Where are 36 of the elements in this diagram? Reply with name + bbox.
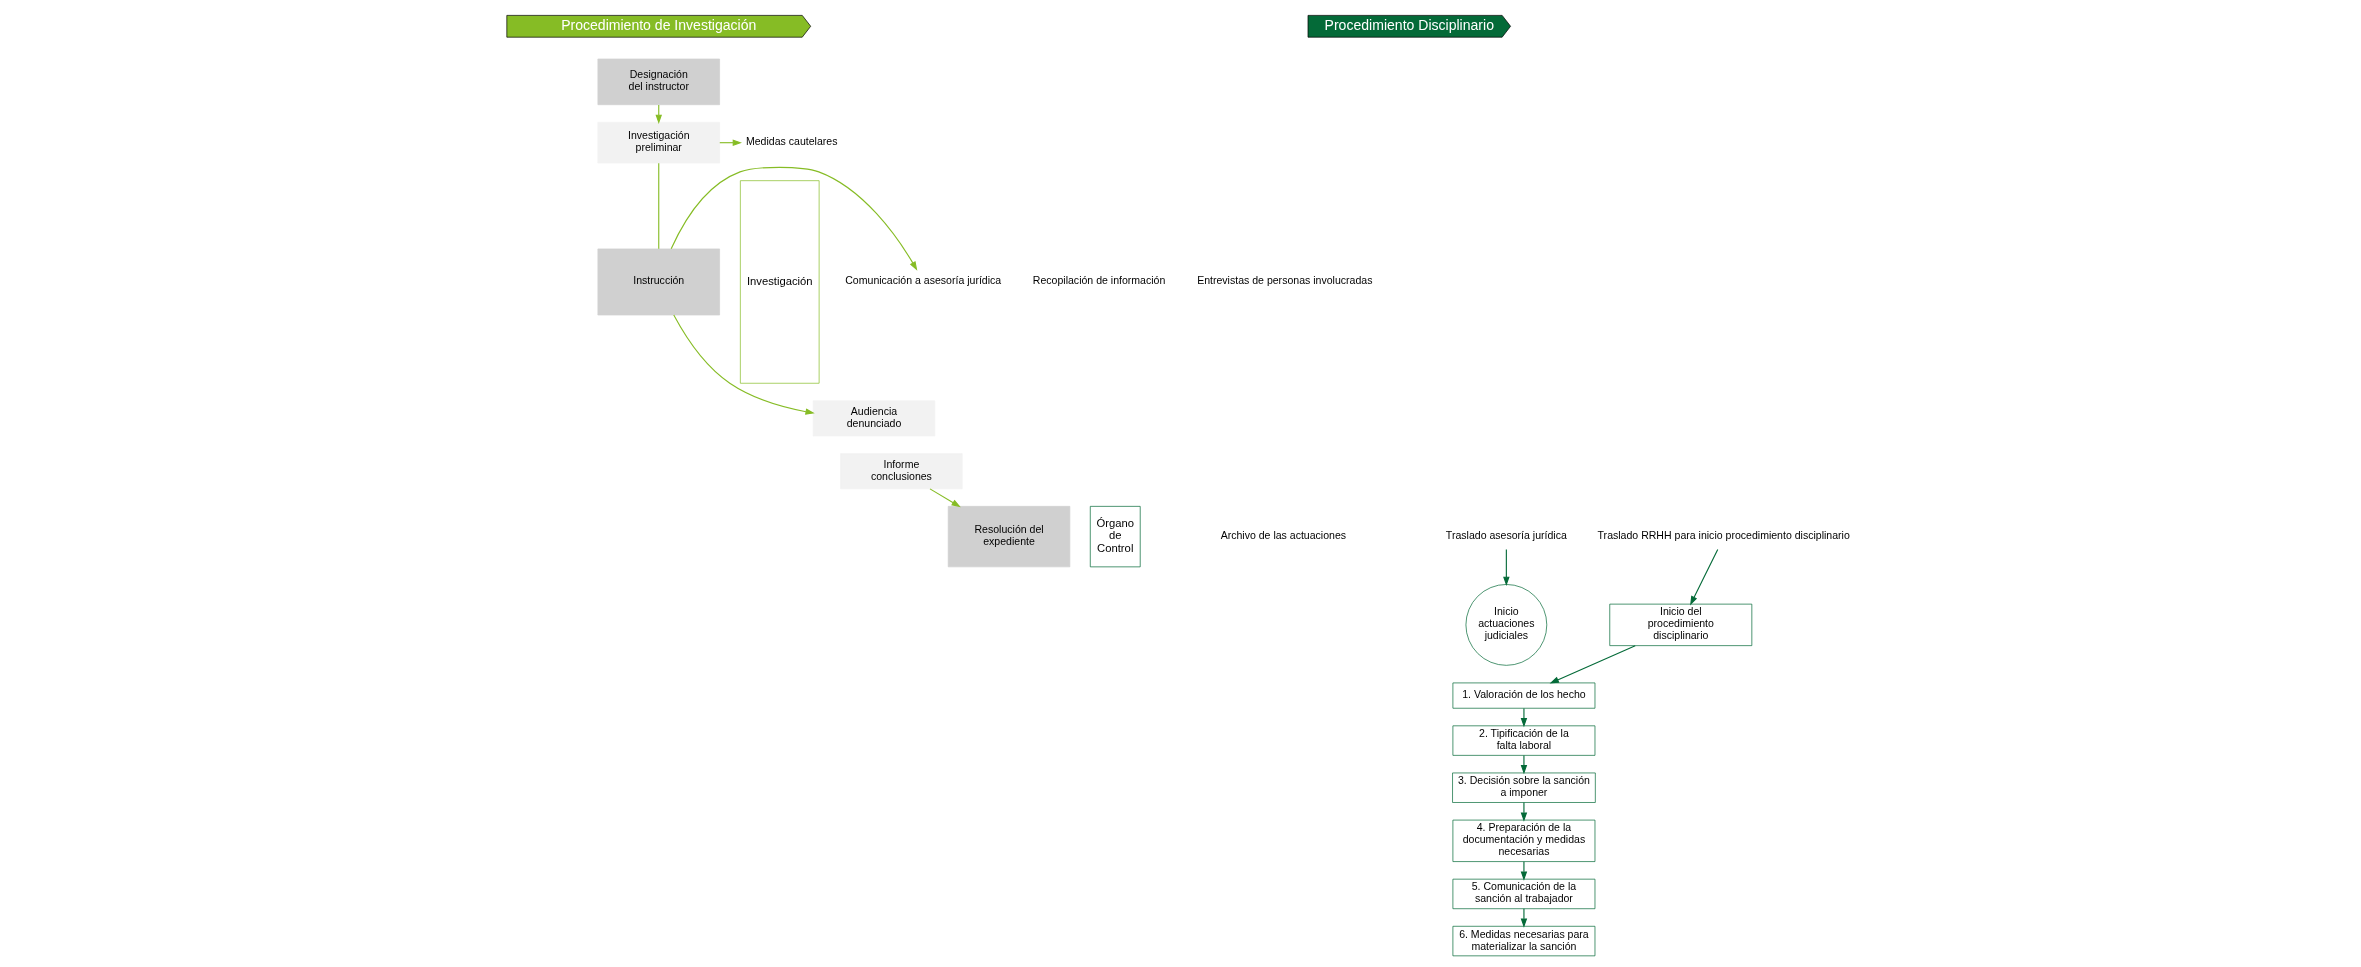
node-text: Comunicación a asesoría jurídica	[845, 274, 1002, 287]
node-box: 6. Medidas necesarias para materializar la sanción	[1452, 925, 1596, 957]
arrow	[673, 314, 815, 415]
node-box: Órgano de Control	[1089, 506, 1141, 568]
node-text: Traslado RRHH para inicio procedimiento disciplinario	[1597, 529, 1850, 542]
connector	[658, 162, 660, 250]
arrow	[1520, 707, 1528, 728]
node-box: Audiencia denunciado	[812, 400, 936, 437]
node-box: 4. Preparación de la documentación y medidas necesarias	[1452, 819, 1596, 862]
node-box: Instrucción	[597, 248, 720, 316]
node-box: 5. Comunicación de la sanción al trabajador	[1452, 878, 1596, 910]
arrow	[1520, 802, 1528, 822]
arrow	[1520, 908, 1528, 928]
node-text: Medidas cautelares	[745, 135, 838, 148]
arrow	[929, 488, 961, 508]
node-box: Resolución del expediente	[947, 506, 1071, 568]
node-box: Designación del instructor	[597, 58, 720, 106]
node-box: 3. Decisión sobre la sanción a imponer	[1452, 772, 1596, 803]
arrow	[1520, 861, 1528, 881]
label: Entrevistas de personas involucradas	[1197, 274, 1373, 287]
arrow	[670, 166, 918, 271]
label: Archivo de las actuaciones	[1220, 529, 1347, 542]
node-box: Investigación	[740, 180, 820, 384]
node-box: Inicio del procedimiento disciplinario	[1609, 603, 1753, 646]
arrow	[1520, 754, 1528, 775]
node-box: 1. Valoración de los hecho	[1452, 682, 1596, 709]
arrow	[1549, 645, 1636, 684]
arrow	[1690, 548, 1719, 606]
arrow	[1503, 548, 1510, 587]
label: Recopilación de información	[1032, 274, 1166, 287]
node-text: Traslado asesoría jurídica	[1445, 529, 1567, 542]
node-box: 2. Tipificación de la falta laboral	[1452, 725, 1596, 756]
node-box: Informe conclusiones	[840, 453, 963, 490]
arrow	[655, 104, 662, 124]
node-circle: Inicio actuaciones judiciales	[1465, 584, 1548, 666]
node-box: Investigación preliminar	[597, 121, 720, 164]
